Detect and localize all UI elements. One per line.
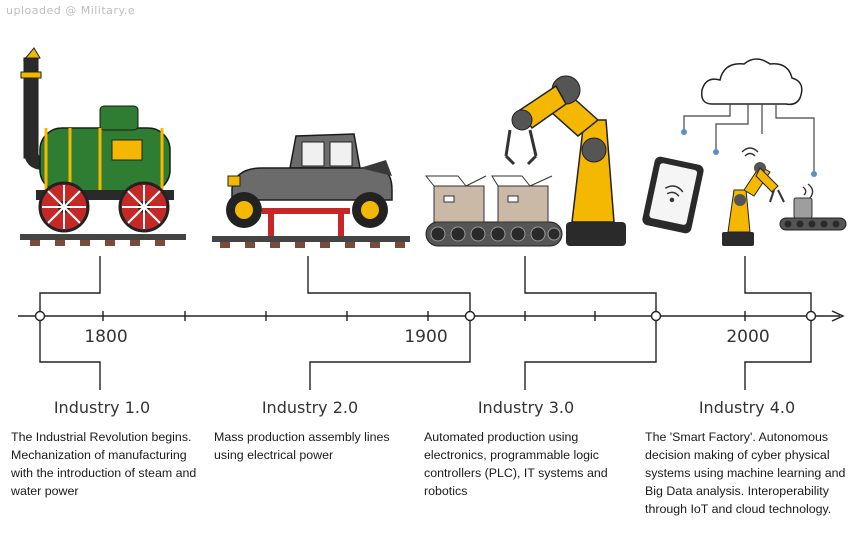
smart-factory-cloud-icon — [642, 58, 847, 246]
bracket-lower-2 — [309, 316, 471, 390]
node-3 — [650, 310, 662, 322]
stage-description-industry-4: The 'Smart Factory'. Autonomous decision… — [645, 430, 846, 516]
stage-description-industry-1: The Industrial Revolution begins. Mechan… — [11, 430, 197, 498]
tick-marks — [102, 311, 746, 321]
bracket-lower-3 — [524, 316, 657, 390]
year-label-1900: 1900 — [404, 327, 448, 347]
year-label-2000: 2000 — [726, 327, 770, 347]
year-label-1800: 1800 — [84, 327, 128, 347]
node-2 — [464, 310, 476, 322]
bracket-upper-1 — [39, 256, 101, 316]
stage-label-industry-4: Industry 4.0 — [698, 398, 796, 417]
timeline-nodes — [34, 310, 817, 322]
robot-arm-conveyor-icon — [424, 75, 626, 247]
steam-locomotive-icon — [20, 47, 186, 246]
stage-description-industry-2: Mass production assembly lines using ele… — [214, 430, 390, 462]
bracket-lower-1 — [39, 316, 101, 390]
stage-description-industry-3: Automated production using electronics, … — [424, 430, 608, 498]
timeline-axis — [18, 310, 845, 322]
bracket-upper-2 — [307, 256, 471, 316]
stage-brackets — [39, 256, 812, 390]
bracket-lower-4 — [744, 316, 812, 390]
node-4 — [805, 310, 817, 322]
node-1 — [34, 310, 46, 322]
watermark: uploaded @ Military.e — [6, 4, 136, 17]
stage-label-industry-3: Industry 3.0 — [477, 398, 575, 417]
bracket-upper-3 — [524, 256, 657, 316]
bracket-upper-4 — [744, 256, 812, 316]
ford-car-assembly-icon — [212, 133, 410, 248]
stage-label-industry-1: Industry 1.0 — [53, 398, 151, 417]
stage-label-industry-2: Industry 2.0 — [261, 398, 359, 417]
